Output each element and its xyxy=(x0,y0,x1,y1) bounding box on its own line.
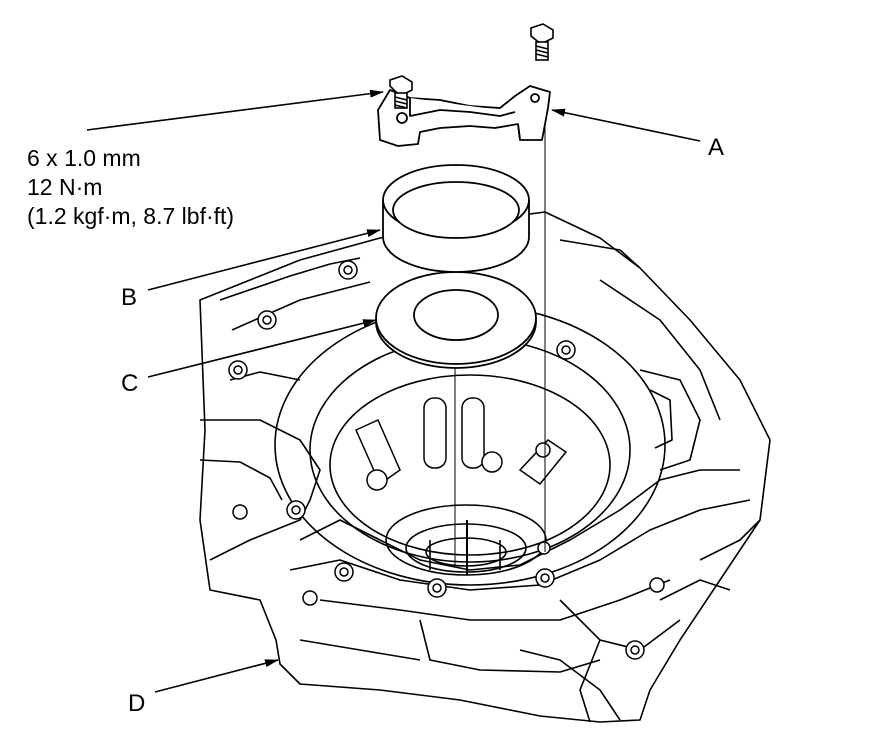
callout-c-label: C xyxy=(121,370,139,397)
callout-d-label: D xyxy=(128,690,146,717)
callout-b-label: B xyxy=(121,284,138,311)
callout-a-leader xyxy=(551,108,701,142)
callout-b-leader xyxy=(147,229,381,291)
leader-arrows xyxy=(86,89,701,693)
torque-nm-label: 12 N·m xyxy=(27,174,103,200)
bolt-size-label: 6 x 1.0 mm xyxy=(27,145,141,171)
bolt-right xyxy=(530,23,554,61)
washer-c xyxy=(375,271,537,369)
retaining-plate-a xyxy=(377,85,551,147)
housing-bore xyxy=(274,304,666,586)
torque-leader xyxy=(86,89,384,131)
callout-c-leader xyxy=(147,319,377,378)
housing-webs xyxy=(355,397,568,491)
torque-spec: 6 x 1.0 mm 12 N·m (1.2 kgf·m, 8.7 lbf·ft… xyxy=(27,144,234,231)
callout-a-label: A xyxy=(708,134,725,161)
ring-b xyxy=(382,164,530,273)
housing-bolt-holes xyxy=(228,260,665,660)
torque-alt-label: (1.2 kgf·m, 8.7 lbf·ft) xyxy=(27,203,235,229)
bolt-left xyxy=(389,75,413,109)
callout-d-leader xyxy=(154,659,279,693)
